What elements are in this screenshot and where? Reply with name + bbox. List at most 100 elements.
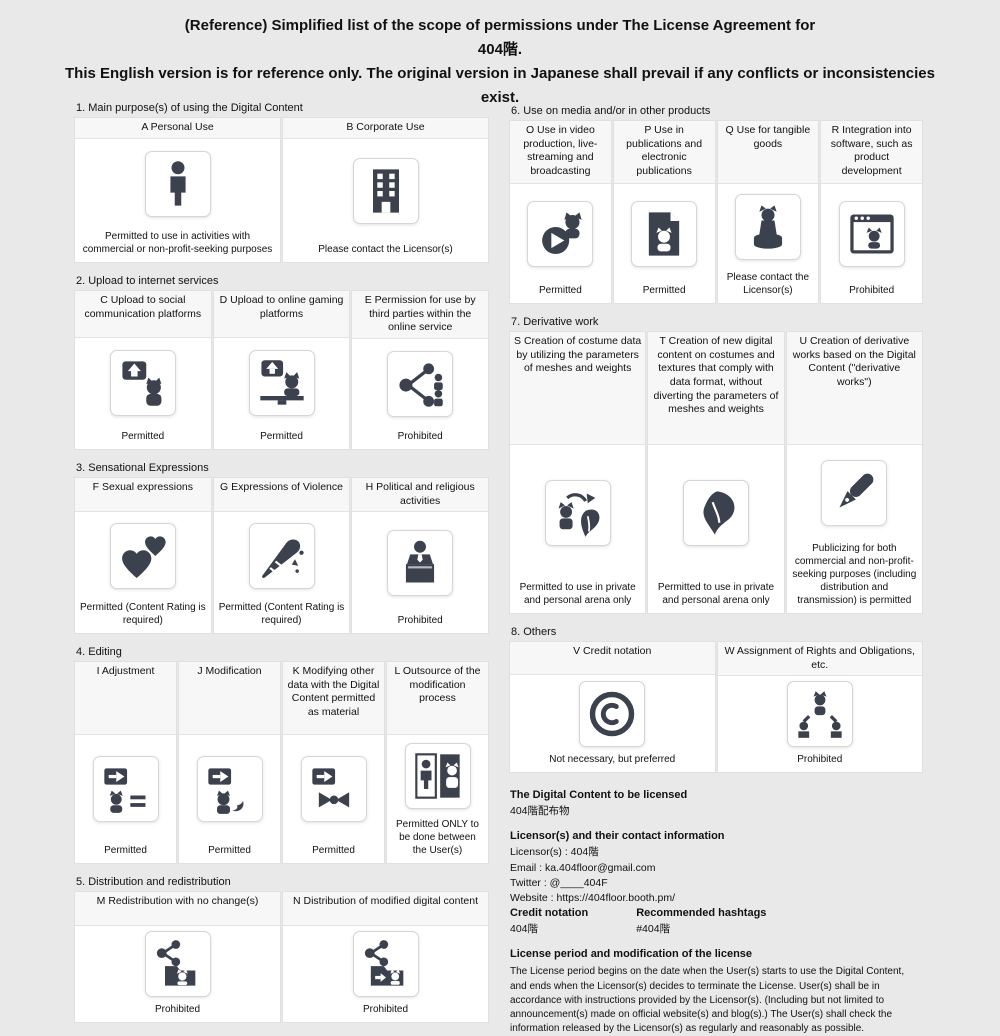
website-line: Website : https://404floor.booth.pm/	[510, 892, 675, 905]
card-body	[648, 445, 783, 580]
card-status: Permitted ONLY to be done between the Us…	[396, 818, 479, 856]
digital-content-heading: The Digital Content to be licensed	[510, 789, 688, 802]
card-status: Prohibited	[797, 754, 843, 766]
card-title: K Modifying other data with the Digital …	[283, 661, 384, 735]
distribute-modified-icon	[364, 940, 403, 986]
section-heading: 8. Others	[511, 626, 557, 638]
card-title: U Creation of derivative works based on …	[786, 332, 922, 445]
email-line: Email : ka.404floor@gmail.com	[510, 861, 656, 874]
section-heading: 7. Derivative work	[511, 316, 599, 328]
building-icon	[372, 168, 399, 213]
card-status: Prohibited	[154, 1003, 201, 1015]
icon-tile	[579, 680, 646, 747]
material-icon	[311, 768, 349, 808]
icon-tile	[109, 522, 176, 589]
icon-tile	[144, 930, 211, 997]
card-title: G Expressions of Violence	[213, 477, 350, 512]
card-title: N Distribution of modified digital conte…	[283, 891, 488, 926]
card-title: P Use in publications and electronic pub…	[613, 121, 715, 184]
card-body	[283, 926, 488, 1002]
icon-tile	[196, 755, 263, 822]
card-status: Please contact the Licensor(s)	[726, 272, 810, 296]
hashtags-value: #404階	[636, 923, 671, 936]
card-body	[75, 926, 280, 1002]
card-body	[787, 445, 922, 541]
section-derivative-work: 7. Derivative work S Creation of costume…	[510, 316, 922, 613]
section-media-products: 6. Use on media and/or in other products…	[510, 105, 922, 303]
card-l-outsource: L Outsource of the modification process …	[387, 661, 488, 863]
icon-tile	[109, 350, 176, 417]
card-status: Permitted (Content Rating is required)	[218, 601, 345, 626]
section-heading: 5. Distribution and redistribution	[76, 875, 231, 888]
card-p-publications: P Use in publications and electronic pub…	[613, 121, 715, 303]
card-n-distribute-modified: N Distribution of modified digital conte…	[283, 891, 488, 1022]
card-w-assignment-rights: W Assignment of Rights and Obligations, …	[717, 642, 922, 773]
card-v-credit-notation: V Credit notation Not necessary, but pre…	[510, 642, 715, 773]
card-i-adjustment: I Adjustment Permitted	[75, 661, 176, 863]
card-f-sexual-expressions: F Sexual expressions Permitted (Content …	[75, 477, 211, 633]
card-body	[179, 735, 280, 843]
share-network-icon	[399, 363, 443, 407]
card-status: Prohibited	[397, 430, 443, 442]
card-body	[510, 675, 715, 752]
card-body	[75, 735, 176, 843]
card-d-upload-gaming: D Upload to online gaming platforms Perm…	[213, 291, 350, 449]
license-info: The Digital Content to be licensed 404階配…	[510, 788, 922, 1036]
card-title: L Outsource of the modification process	[387, 661, 488, 735]
icon-tile	[352, 930, 419, 997]
icon-tile	[734, 194, 801, 260]
credit-hashtag-columns: Credit notation 404階 Recommended hashtag…	[510, 906, 922, 937]
card-k-modify-material: K Modifying other data with the Digital …	[283, 661, 384, 863]
card-body	[283, 139, 488, 242]
card-body	[510, 184, 611, 283]
icon-tile	[352, 157, 419, 224]
card-body	[352, 339, 488, 429]
credit-value: 404階	[510, 923, 539, 936]
card-status: Permitted to use in private and personal…	[519, 582, 636, 606]
credit-heading: Credit notation	[510, 907, 589, 920]
section-heading: 4. Editing	[76, 645, 122, 658]
card-status: Prohibited	[849, 285, 895, 296]
card-status: Permitted	[260, 430, 303, 442]
section-upload: 2. Upload to internet services C Upload …	[75, 275, 489, 449]
card-m-redistribution: M Redistribution with no change(s) Prohi…	[75, 891, 280, 1022]
licensor-line: Licensor(s) : 404階	[510, 846, 599, 859]
icon-tile	[838, 200, 905, 267]
adjustment-icon	[103, 768, 145, 813]
section-heading: 3. Sensational Expressions	[76, 461, 209, 474]
icon-tile	[786, 681, 853, 748]
card-s-costume-data: S Creation of costume data by utilizing …	[510, 332, 646, 613]
icon-tile	[144, 151, 211, 217]
right-column: 6. Use on media and/or in other products…	[510, 105, 922, 1036]
card-status: Not necessary, but preferred	[549, 754, 676, 766]
icon-tile	[92, 755, 159, 822]
card-body	[387, 735, 488, 817]
card-title: E Permission for use by third parties wi…	[352, 291, 489, 339]
icon-tile	[387, 529, 454, 596]
modification-icon	[207, 768, 243, 814]
hashtags-heading: Recommended hashtags	[636, 907, 767, 920]
license-period-text: The License period begins on the date wh…	[510, 966, 905, 1035]
card-o-video: O Use in video production, live-streamin…	[510, 121, 611, 303]
person-icon	[169, 161, 186, 206]
outsource-icon	[414, 753, 460, 799]
card-body	[718, 184, 819, 270]
card-title: J Modification	[179, 661, 280, 735]
costume-icon	[558, 492, 600, 537]
card-r-software: R Integration into software, such as pro…	[821, 121, 922, 303]
license-period-heading: License period and modification of the l…	[510, 948, 753, 961]
section-editing: 4. Editing I Adjustment Permitted J Modi…	[75, 646, 488, 863]
icon-tile	[404, 742, 471, 809]
pen-icon	[839, 473, 874, 508]
card-title: H Political and religious activities	[352, 477, 489, 513]
card-title: D Upload to online gaming platforms	[213, 291, 350, 338]
icon-tile	[544, 479, 611, 546]
upload-social-icon	[122, 361, 162, 407]
icon-tile	[387, 350, 454, 417]
icon-tile	[527, 200, 594, 267]
card-status: Permitted to use in activities with comm…	[82, 231, 273, 255]
card-body	[214, 512, 350, 600]
card-title: S Creation of costume data by utilizing …	[510, 332, 646, 445]
card-a-personal-use: A Personal Use Permitted to use in activ…	[75, 118, 280, 262]
podium-icon	[406, 540, 435, 583]
